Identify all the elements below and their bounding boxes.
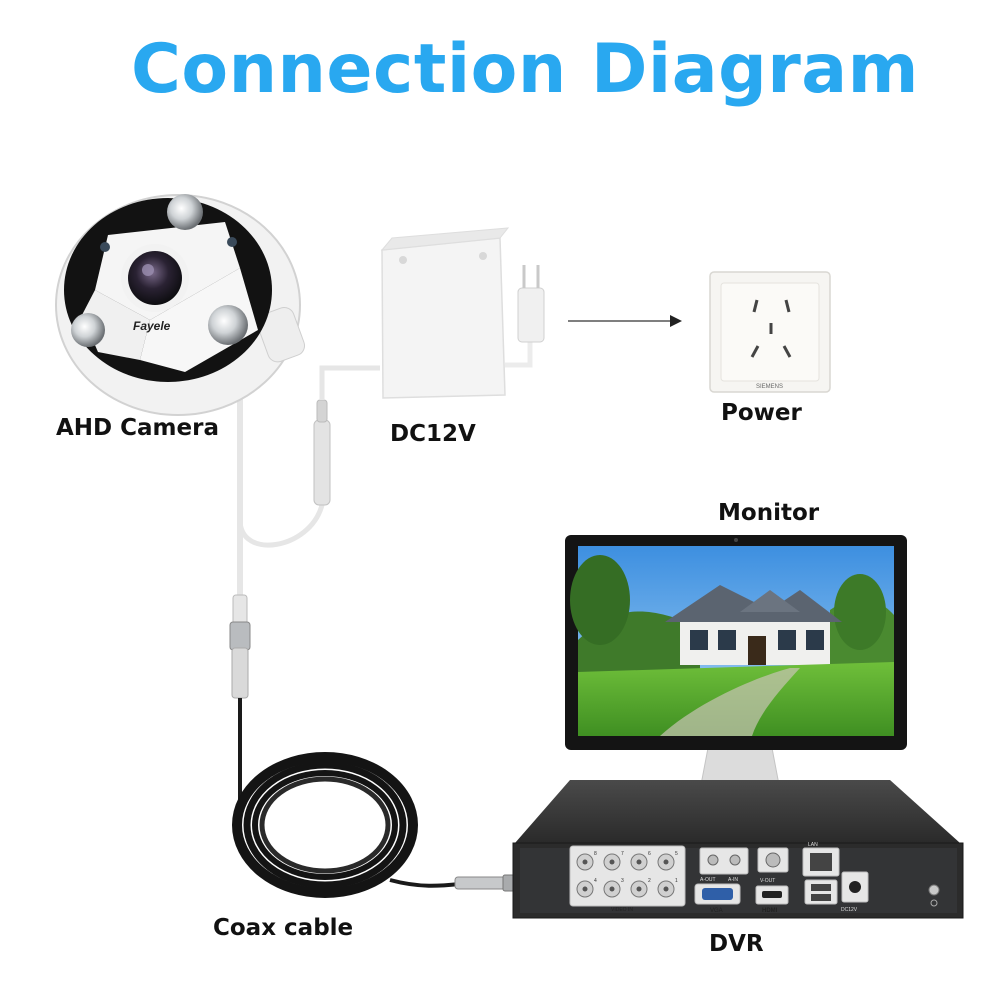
audio-out-label: A-OUT (700, 877, 716, 883)
dvr: VIDEO IN A-OUT A-IN VGA V-OUT HDMI LAN (512, 780, 964, 919)
ir-led-icon (208, 305, 248, 345)
coax-cable-coil (232, 752, 524, 898)
lens-icon (128, 251, 182, 305)
label-dc12v: DC12V (390, 421, 476, 447)
label-coax-cable: Coax cable (213, 915, 354, 941)
ir-led-icon (167, 194, 203, 230)
ground-screw-icon (928, 884, 940, 896)
monitor-screen (570, 546, 894, 736)
label-ahd-camera: AHD Camera (56, 415, 219, 441)
channel-number: 2 (648, 878, 651, 884)
camera-cable (229, 365, 380, 800)
power-plug-icon (517, 265, 545, 343)
ir-led-icon (71, 313, 105, 347)
ground-symbol-icon (930, 899, 938, 907)
label-power: Power (721, 400, 802, 426)
v-out-label: V-OUT (760, 878, 775, 884)
dc12v-adapter (380, 227, 545, 399)
channel-number: 5 (675, 851, 678, 857)
outlet-brand: SIEMENS (756, 384, 783, 390)
channel-number: 3 (621, 878, 624, 884)
vga-label: VGA (710, 908, 723, 914)
dc-input-port: DC12V (841, 871, 869, 913)
channel-number: 1 (675, 878, 678, 884)
hdmi-label: HDMI (762, 908, 778, 914)
video-in-label: VIDEO IN (611, 907, 633, 913)
dc-label: DC12V (841, 907, 858, 913)
arrow-icon (568, 315, 682, 327)
monitor (565, 535, 907, 803)
hdmi-port: HDMI (755, 885, 789, 914)
channel-number: 4 (594, 878, 597, 884)
label-monitor: Monitor (718, 500, 820, 526)
vga-port: VGA (694, 883, 741, 914)
ahd-camera: Fayele (55, 194, 306, 416)
label-dvr: DVR (709, 931, 764, 957)
diagram-title: Connection Diagram (130, 30, 920, 109)
audio-in-label: A-IN (728, 877, 738, 883)
channel-number: 8 (594, 851, 597, 857)
lan-port: LAN (802, 842, 840, 877)
channel-number: 7 (621, 851, 624, 857)
video-in-ports: VIDEO IN (569, 845, 686, 913)
lan-label: LAN (808, 842, 818, 848)
channel-number: 6 (648, 851, 651, 857)
camera-brand: Fayele (133, 319, 171, 333)
wall-outlet: SIEMENS (709, 271, 831, 393)
